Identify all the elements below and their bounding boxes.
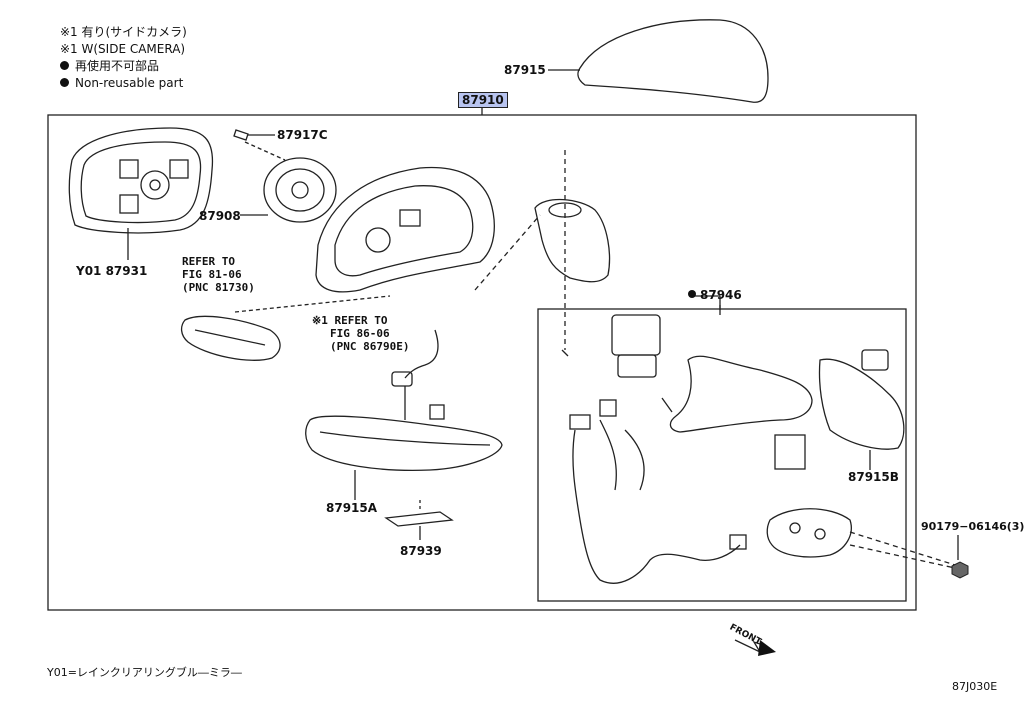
connector-plate-shape — [766, 508, 852, 558]
bullet-icon — [688, 290, 696, 298]
refer-note-81-06-line-2: FIG 81-06 — [182, 268, 242, 281]
part-label-87946-text: 87946 — [700, 288, 742, 302]
mirror-cover-shape — [577, 19, 769, 103]
mirror-base-shape — [534, 198, 611, 283]
part-label-87910[interactable]: 87910 — [458, 92, 508, 108]
motor-unit-shape — [611, 314, 661, 356]
main-assembly-frame — [47, 114, 917, 611]
refer-note-86-06-line-1: ※1 REFER TO — [312, 314, 388, 327]
legend-line-3-text: 再使用不可部品 — [75, 59, 160, 73]
bracket-arm-shape — [669, 355, 813, 433]
legend-line-4-text: Non-reusable part — [75, 76, 184, 90]
part-label-87915[interactable]: 87915 — [504, 63, 546, 77]
wire-harness-shape — [572, 429, 741, 584]
legend-line-4: Non-reusable part — [60, 75, 187, 92]
turn-signal-lamp-shape — [180, 315, 281, 361]
refer-note-86-06-line-2: FIG 86-06 — [330, 327, 390, 340]
bullet-icon — [60, 61, 69, 70]
refer-note-86-06-line-3: (PNC 86790E) — [330, 340, 410, 353]
refer-note-81-06-line-1: REFER TO — [182, 255, 235, 268]
diagram-code: 87J030E — [952, 680, 998, 693]
part-label-87908[interactable]: 87908 — [199, 209, 241, 223]
legend-line-1: ※1 有り(サイドカメラ) — [60, 25, 187, 39]
refer-note-86-06[interactable]: ※1 REFER TO FIG 86-06 (PNC 86790E) — [312, 314, 409, 353]
part-label-87946[interactable]: 87946 — [688, 288, 742, 302]
lower-cover-shape — [305, 415, 503, 471]
refer-note-81-06[interactable]: REFER TO FIG 81-06 (PNC 81730) — [182, 255, 255, 294]
part-label-87931[interactable]: Y01 87931 — [76, 264, 148, 278]
part-label-87915a[interactable]: 87915A — [326, 501, 378, 515]
part-label-87917c[interactable]: 87917C — [277, 128, 328, 142]
part-label-87915b[interactable]: 87915B — [848, 470, 899, 484]
part-label-90179[interactable]: 90179−06146(3) — [921, 520, 1024, 533]
refer-note-81-06-line-3: (PNC 81730) — [182, 281, 255, 294]
bullet-icon — [60, 78, 69, 87]
side-cover-shape — [818, 358, 905, 450]
housing-frame-shape — [315, 166, 495, 293]
part-label-87939[interactable]: 87939 — [400, 544, 442, 558]
sub-assembly-frame — [537, 308, 907, 602]
legend-line-3: 再使用不可部品 — [60, 58, 187, 75]
nut-shape — [951, 561, 969, 579]
legend: ※1 有り(サイドカメラ) ※1 W(SIDE CAMERA) 再使用不可部品 … — [60, 24, 187, 92]
front-arrow-icon — [758, 640, 776, 656]
footer-note: Y01=レインクリアリングブル―ミラ― — [47, 666, 242, 679]
legend-line-2: ※1 W(SIDE CAMERA) — [60, 42, 186, 56]
mirror-glass-shape — [68, 127, 214, 234]
